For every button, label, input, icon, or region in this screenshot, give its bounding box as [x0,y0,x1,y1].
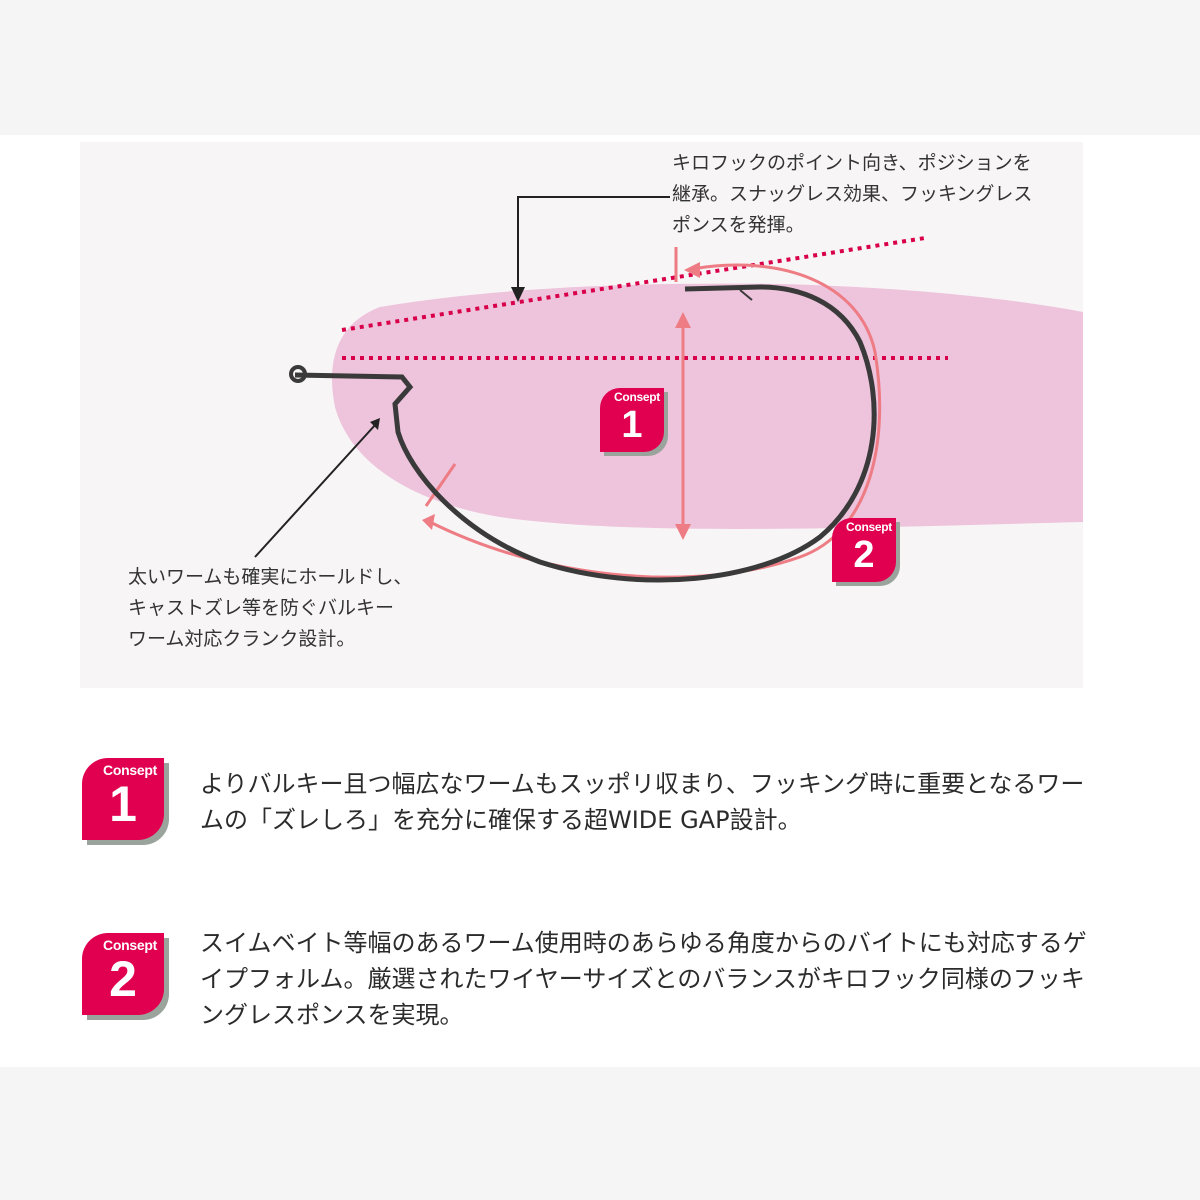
badge-label: Consept [103,937,157,953]
callout-arrow-top [517,196,670,294]
badge-label: Consept [614,390,660,404]
badge-label: Consept [846,520,892,534]
concept-2-text: スイムベイト等幅のあるワーム使用時のあらゆる角度からのバイトにも対応するゲイプフ… [200,929,1087,1029]
badge-number: 2 [853,534,875,576]
diagram-badge-consept-2: Consept 2 [832,518,896,582]
callout-point-position: キロフックのポイント向き、ポジションを 継承。スナッグレス効果、フッキングレス … [672,152,1033,236]
top-band [0,0,1200,135]
badge-number: 1 [109,776,137,832]
callout-crank-design: 太いワームも確実にホールドし、 キャストズレ等を防ぐバルキー ワーム対応クランク… [128,566,413,650]
hook [294,284,877,583]
concept-badge-2: Consept 2 [82,933,164,1015]
concept-badge-1: Consept 1 [82,758,164,840]
gape-arc-arrow [429,263,882,579]
badge-number: 2 [109,951,137,1007]
hook-illustration [254,196,1083,583]
badge-number: 1 [621,404,643,446]
bottom-band [0,1067,1200,1200]
hook-diagram: キロフックのポイント向き、ポジションを 継承。スナッグレス効果、フッキングレス … [80,142,1083,688]
badge-label: Consept [103,762,157,778]
diagram-badge-consept-1: Consept 1 [600,388,664,452]
concept-1-text: よりバルキー且つ幅広なワームもスッポリ収まり、フッキング時に重要となるワームの「… [200,770,1085,834]
callout-arrow-bottom [254,423,377,558]
worm-shape [332,283,1083,529]
